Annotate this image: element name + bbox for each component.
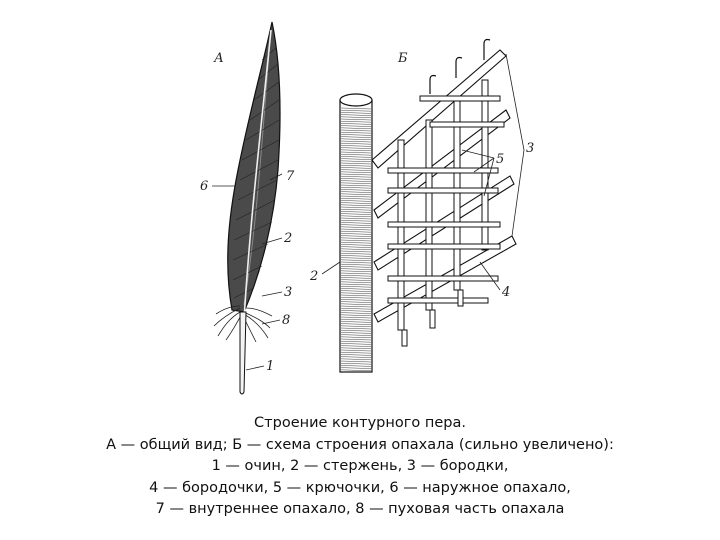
feather-vane — [228, 22, 280, 312]
caption-line-4: 4 — бородочки, 5 — крючочки, 6 — наружно… — [0, 478, 720, 500]
caption-line-5: 7 — внутреннее опахало, 8 — пуховая част… — [0, 499, 720, 521]
caption-line-2: А — общий вид; Б — схема строения опахал… — [0, 435, 720, 457]
label-b-2: 2 — [309, 269, 318, 284]
label-a-8: 8 — [282, 313, 290, 328]
caption-title: Строение контурного пера. — [0, 413, 720, 435]
feather-calamus — [240, 312, 246, 394]
label-b-4: 4 — [501, 285, 510, 300]
label-b-3: 3 — [526, 141, 534, 156]
figure-caption: Строение контурного пера. А — общий вид;… — [0, 413, 720, 521]
label-a-6: 6 — [200, 179, 208, 194]
rachis-cylinder — [340, 94, 372, 372]
feather-general-view: А 6 7 2 3 8 1 — [200, 22, 295, 394]
label-b-5: 5 — [496, 152, 504, 167]
panel-a-letter: А — [213, 51, 224, 66]
panel-b-letter: Б — [397, 51, 408, 66]
label-a-7: 7 — [286, 169, 295, 184]
label-a-1: 1 — [266, 359, 274, 374]
vane-structure-scheme: Б 2 3 5 4 — [309, 40, 534, 373]
caption-line-3: 1 — очин, 2 — стержень, 3 — бородки, — [0, 456, 720, 478]
feather-diagram: А 6 7 2 3 8 1 — [0, 0, 720, 400]
label-a-2: 2 — [283, 231, 292, 246]
label-a-3: 3 — [284, 285, 292, 300]
